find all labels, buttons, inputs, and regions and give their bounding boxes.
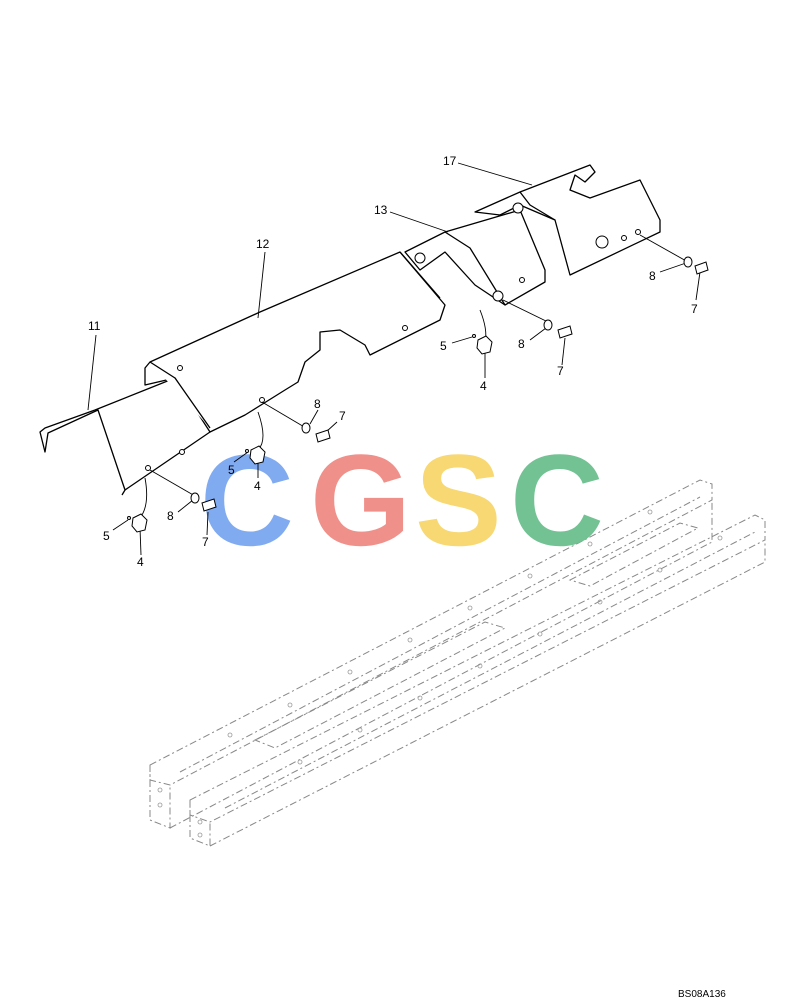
shield-part-13 xyxy=(404,209,546,306)
washer-8-center xyxy=(543,319,553,331)
leader-lines xyxy=(87,162,701,556)
callout-7-left: 7 xyxy=(202,535,209,549)
callout-7-left-center: 7 xyxy=(339,409,346,423)
frame-holes xyxy=(157,509,723,838)
callout-5-left-center: 5 xyxy=(228,463,235,477)
watermark-logo: C G S C xyxy=(200,427,604,573)
nut-4-left-center xyxy=(249,445,266,465)
bolt-7-right xyxy=(694,261,709,275)
callout-4-left-center: 4 xyxy=(254,479,261,493)
washer-8-right xyxy=(683,256,693,268)
watermark-letter-4: C xyxy=(510,427,604,573)
washer-8-left-center xyxy=(301,422,311,434)
washer-8-left xyxy=(190,492,200,504)
bolt-7-center xyxy=(557,325,573,339)
bolt-7-left xyxy=(201,498,217,512)
pin-5-center xyxy=(472,334,476,338)
callout-8-left-center: 8 xyxy=(314,397,321,411)
pin-5-left-center xyxy=(245,449,249,453)
watermark-letter-3: S xyxy=(415,427,502,573)
callout-4-center: 4 xyxy=(480,379,487,393)
frame-rails xyxy=(149,479,766,847)
nut-4-center xyxy=(476,335,493,355)
callout-17: 17 xyxy=(443,154,457,168)
callout-8-right: 8 xyxy=(649,269,656,283)
shield-part-17 xyxy=(474,164,661,276)
callout-5-center: 5 xyxy=(440,339,447,353)
pin-5-left xyxy=(127,516,131,520)
callout-8-center: 8 xyxy=(518,337,525,351)
callout-7-center: 7 xyxy=(557,364,564,378)
callout-13: 13 xyxy=(374,203,388,217)
callout-12: 12 xyxy=(256,237,270,251)
bolt-7-left-center xyxy=(315,429,331,443)
nut-4-left xyxy=(131,513,148,533)
callouts: 17 13 12 11 8 7 8 7 5 4 8 7 5 4 8 7 5 4 xyxy=(88,154,698,569)
reference-code: BS08A136 xyxy=(678,989,726,1000)
shield-part-12 xyxy=(144,251,446,433)
callout-4-left: 4 xyxy=(137,555,144,569)
callout-11: 11 xyxy=(88,319,101,333)
callout-5-left: 5 xyxy=(103,529,110,543)
callout-7-right: 7 xyxy=(691,302,698,316)
watermark-letter-2: G xyxy=(310,427,411,573)
hardware xyxy=(127,256,709,533)
callout-8-left: 8 xyxy=(167,509,174,523)
